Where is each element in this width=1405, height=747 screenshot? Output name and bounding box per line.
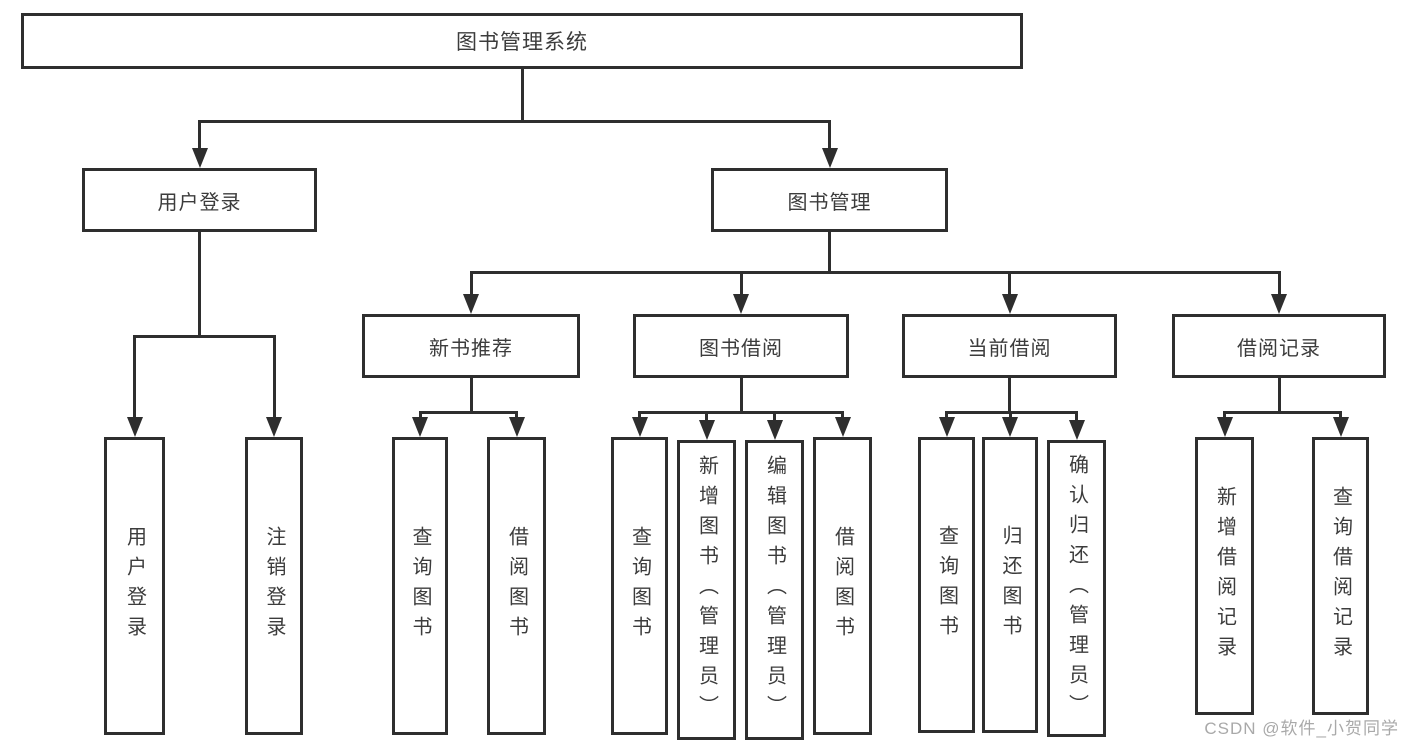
connector-line [469, 271, 473, 297]
leaf-borrow-borrow-books-label: 借阅图书 [831, 526, 854, 646]
leaf-return-books: 归还图书 [982, 437, 1038, 733]
connector-line [1008, 378, 1011, 414]
node-new-book-recommend: 新书推荐 [362, 314, 580, 378]
leaf-query-borrow-record-label: 查询借阅记录 [1329, 486, 1352, 666]
connector-line [198, 232, 201, 337]
arrow-down-icon [631, 417, 648, 437]
leaf-current-query-books: 查询图书 [918, 437, 975, 733]
arrow-down-icon [698, 420, 715, 440]
leaf-rec-query-books: 查询图书 [392, 437, 448, 735]
connector-line [1223, 411, 1226, 420]
connector-line [705, 411, 708, 423]
connector-line [739, 271, 743, 297]
leaf-borrow-query-books-label: 查询图书 [628, 526, 651, 646]
arrow-down-icon [412, 417, 428, 437]
connector-line [945, 411, 1078, 414]
connector-line [198, 120, 201, 150]
connector-line [739, 378, 743, 414]
arrow-down-icon [821, 148, 838, 168]
arrow-down-icon [266, 417, 282, 437]
connector-line [515, 411, 518, 420]
connector-line [945, 411, 948, 420]
leaf-logout-label: 注销登录 [263, 526, 285, 646]
connector-line [1223, 411, 1342, 414]
leaf-user-login: 用户登录 [104, 437, 165, 735]
connector-line [841, 411, 844, 420]
arrow-down-icon [733, 294, 749, 314]
connector-line [418, 411, 518, 414]
connector-line [1075, 411, 1078, 423]
leaf-edit-books-admin-label: 编辑图书（管理员） [763, 455, 786, 725]
connector-line [1339, 411, 1342, 420]
connector-line [1008, 411, 1012, 420]
leaf-return-books-label: 归还图书 [999, 525, 1021, 645]
connector-line [133, 335, 276, 338]
connector-line [1277, 378, 1281, 414]
leaf-rec-borrow-books: 借阅图书 [487, 437, 546, 735]
csdn-watermark: CSDN @软件_小贺同学 [1204, 719, 1399, 738]
connector-line [828, 120, 831, 150]
arrow-down-icon [766, 420, 783, 440]
connector-line [198, 120, 831, 123]
connector-line [272, 335, 276, 420]
node-borrow-records: 借阅记录 [1172, 314, 1386, 378]
arrow-down-icon [1001, 294, 1018, 314]
connector-line [638, 411, 641, 420]
node-user-login: 用户登录 [82, 168, 317, 232]
leaf-rec-query-books-label: 查询图书 [409, 526, 431, 646]
node-library-management-system: 图书管理系统 [21, 13, 1023, 69]
node-book-management: 图书管理 [711, 168, 948, 232]
arrow-down-icon [191, 148, 208, 168]
arrow-down-icon [508, 417, 525, 437]
leaf-add-books-admin: 新增图书（管理员） [677, 440, 736, 740]
leaf-add-books-admin-label: 新增图书（管理员） [695, 455, 718, 725]
connector-line [520, 69, 524, 122]
leaf-add-borrow-record: 新增借阅记录 [1195, 437, 1254, 715]
arrow-down-icon [1271, 294, 1287, 314]
leaf-confirm-return-admin-label: 确认归还（管理员） [1065, 453, 1088, 724]
node-current-borrow: 当前借阅 [902, 314, 1117, 378]
connector-line [773, 411, 776, 423]
node-book-borrow: 图书借阅 [633, 314, 849, 378]
connector-line [418, 411, 422, 420]
connector-line [469, 271, 1281, 274]
arrow-down-icon [938, 417, 955, 437]
arrow-down-icon [1068, 420, 1085, 440]
leaf-query-borrow-record: 查询借阅记录 [1312, 437, 1369, 715]
connector-line [828, 232, 831, 274]
leaf-borrow-borrow-books: 借阅图书 [813, 437, 872, 735]
leaf-rec-borrow-books-label: 借阅图书 [505, 526, 528, 646]
leaf-confirm-return-admin: 确认归还（管理员） [1047, 440, 1106, 737]
connector-line [1008, 271, 1011, 297]
connector-line [469, 378, 473, 414]
leaf-edit-books-admin: 编辑图书（管理员） [745, 440, 804, 740]
arrow-down-icon [126, 417, 143, 437]
arrow-down-icon [1002, 417, 1018, 437]
leaf-current-query-books-label: 查询图书 [935, 525, 958, 645]
connector-line [1277, 271, 1281, 297]
leaf-logout: 注销登录 [245, 437, 303, 735]
arrow-down-icon [463, 294, 479, 314]
arrow-down-icon [834, 417, 851, 437]
connector-line [638, 411, 844, 414]
leaf-borrow-query-books: 查询图书 [611, 437, 668, 735]
arrow-down-icon [1216, 417, 1233, 437]
leaf-user-login-label: 用户登录 [123, 526, 146, 646]
leaf-add-borrow-record-label: 新增借阅记录 [1213, 486, 1236, 666]
connector-line [133, 335, 136, 420]
arrow-down-icon [1332, 417, 1349, 437]
